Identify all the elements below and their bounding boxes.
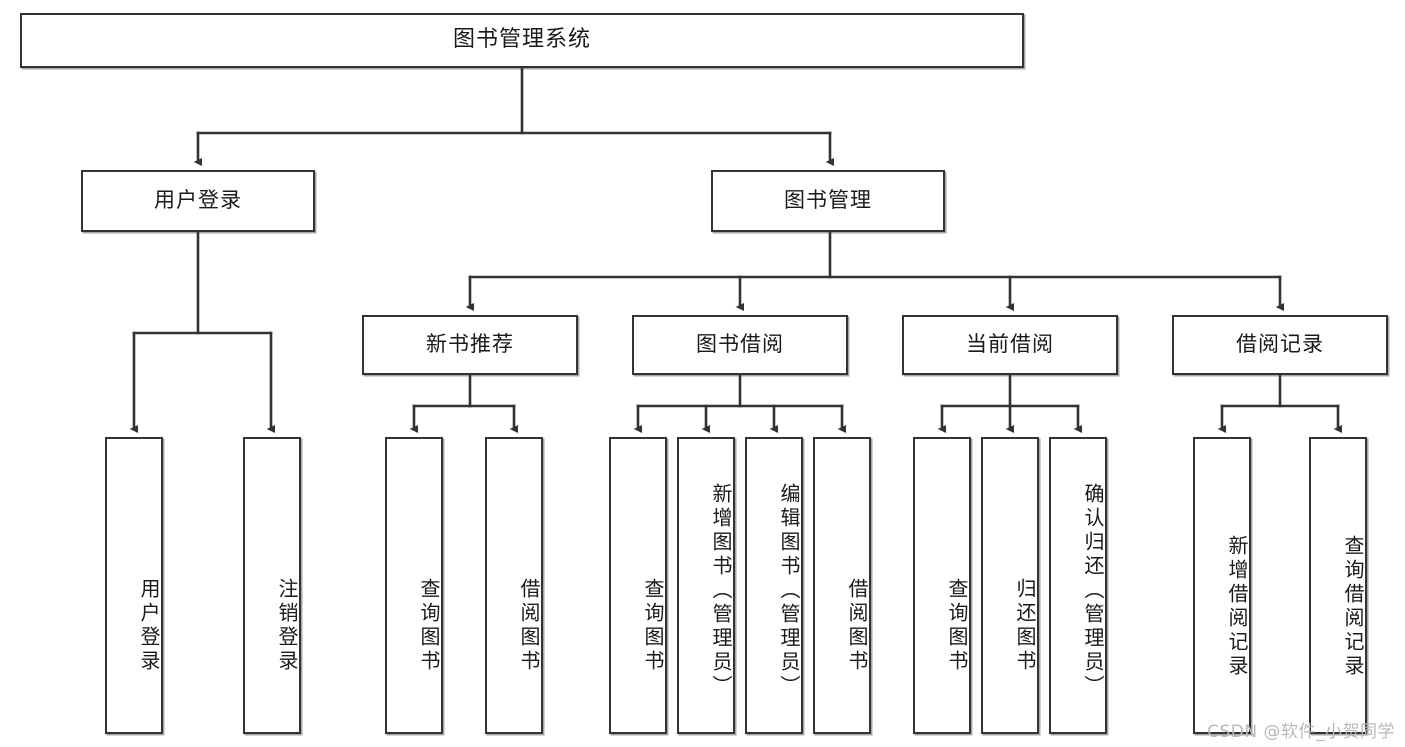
node-label: 查询借阅记录 bbox=[1341, 534, 1365, 679]
leaf-edit-book-admin[interactable]: 编辑图书（管理员） bbox=[745, 437, 803, 734]
leaf-borrow-book-newbook[interactable]: 借阅图书 bbox=[485, 437, 543, 734]
leaf-query-book-borrow[interactable]: 查询图书 bbox=[609, 437, 667, 734]
node-book-borrow[interactable]: 图书借阅 bbox=[632, 315, 848, 375]
leaf-confirm-return-admin[interactable]: 确认归还（管理员） bbox=[1049, 437, 1107, 734]
node-label: 新书推荐 bbox=[426, 332, 514, 357]
node-root-system[interactable]: 图书管理系统 bbox=[20, 13, 1024, 68]
node-label: 借阅图书 bbox=[845, 577, 869, 674]
node-user-login[interactable]: 用户登录 bbox=[81, 170, 315, 232]
leaf-logout[interactable]: 注销登录 bbox=[243, 437, 301, 734]
leaf-query-book-newbook[interactable]: 查询图书 bbox=[385, 437, 443, 734]
node-label: 图书借阅 bbox=[696, 332, 784, 357]
node-label: 编辑图书（管理员） bbox=[777, 482, 801, 699]
node-current-borrow[interactable]: 当前借阅 bbox=[902, 315, 1118, 375]
node-label: 确认归还（管理员） bbox=[1081, 482, 1105, 699]
node-label: 借阅图书 bbox=[517, 577, 541, 674]
node-borrow-records[interactable]: 借阅记录 bbox=[1172, 315, 1388, 375]
node-label: 查询图书 bbox=[641, 577, 665, 674]
node-label: 归还图书 bbox=[1013, 577, 1037, 674]
leaf-query-book-current[interactable]: 查询图书 bbox=[913, 437, 971, 734]
leaf-return-book[interactable]: 归还图书 bbox=[981, 437, 1039, 734]
leaf-query-borrow-record[interactable]: 查询借阅记录 bbox=[1309, 437, 1367, 734]
node-label: 新增借阅记录 bbox=[1225, 534, 1249, 679]
csdn-watermark: CSDN @软件_小贺同学 bbox=[1207, 722, 1395, 742]
node-label: 注销登录 bbox=[275, 577, 299, 674]
node-label: 图书管理 bbox=[784, 188, 872, 213]
leaf-borrow-book-borrow[interactable]: 借阅图书 bbox=[813, 437, 871, 734]
node-label: 用户登录 bbox=[154, 188, 242, 213]
node-label: 借阅记录 bbox=[1236, 332, 1324, 357]
leaf-add-book-admin[interactable]: 新增图书（管理员） bbox=[677, 437, 735, 734]
leaf-user-login[interactable]: 用户登录 bbox=[105, 437, 163, 734]
node-label: 新增图书（管理员） bbox=[709, 482, 733, 699]
leaf-add-borrow-record[interactable]: 新增借阅记录 bbox=[1193, 437, 1251, 734]
node-label: 当前借阅 bbox=[966, 332, 1054, 357]
node-new-book-recommend[interactable]: 新书推荐 bbox=[362, 315, 578, 375]
node-label: 查询图书 bbox=[417, 577, 441, 674]
node-label: 查询图书 bbox=[945, 577, 969, 674]
node-label: 图书管理系统 bbox=[452, 27, 591, 53]
node-book-management[interactable]: 图书管理 bbox=[711, 170, 945, 232]
node-label: 用户登录 bbox=[137, 577, 161, 674]
